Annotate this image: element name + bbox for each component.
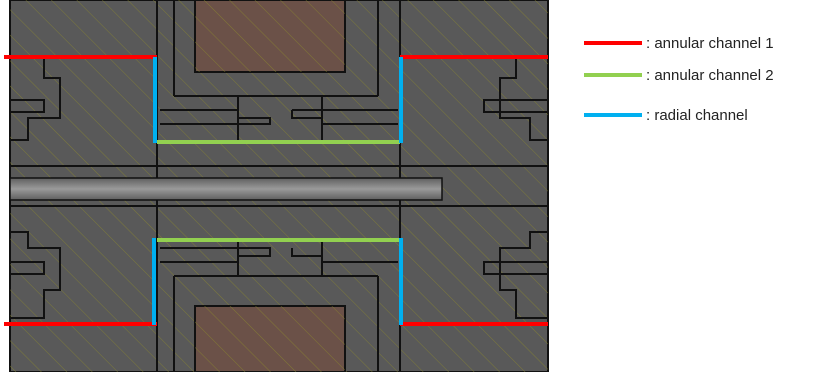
legend-label: : annular channel 1 <box>646 34 774 52</box>
central-shaft <box>9 177 443 201</box>
legend-swatch-red <box>584 41 642 45</box>
legend-label: : radial channel <box>646 106 748 124</box>
annular-channel-1 <box>4 55 548 326</box>
legend-label: : annular channel 2 <box>646 66 774 84</box>
radial-channel <box>152 57 403 325</box>
annular-channel-2 <box>157 140 400 242</box>
section-outlines <box>10 0 548 372</box>
legend-item-annular-channel-1: : annular channel 1 <box>584 32 774 54</box>
lower-cavity-hatch <box>195 306 345 372</box>
legend-swatch-blue <box>584 113 642 117</box>
legend-item-radial-channel: : radial channel <box>584 104 748 126</box>
legend-swatch-green <box>584 73 642 77</box>
upper-cavity-hatch <box>195 0 345 72</box>
legend-item-annular-channel-2: : annular channel 2 <box>584 64 774 86</box>
